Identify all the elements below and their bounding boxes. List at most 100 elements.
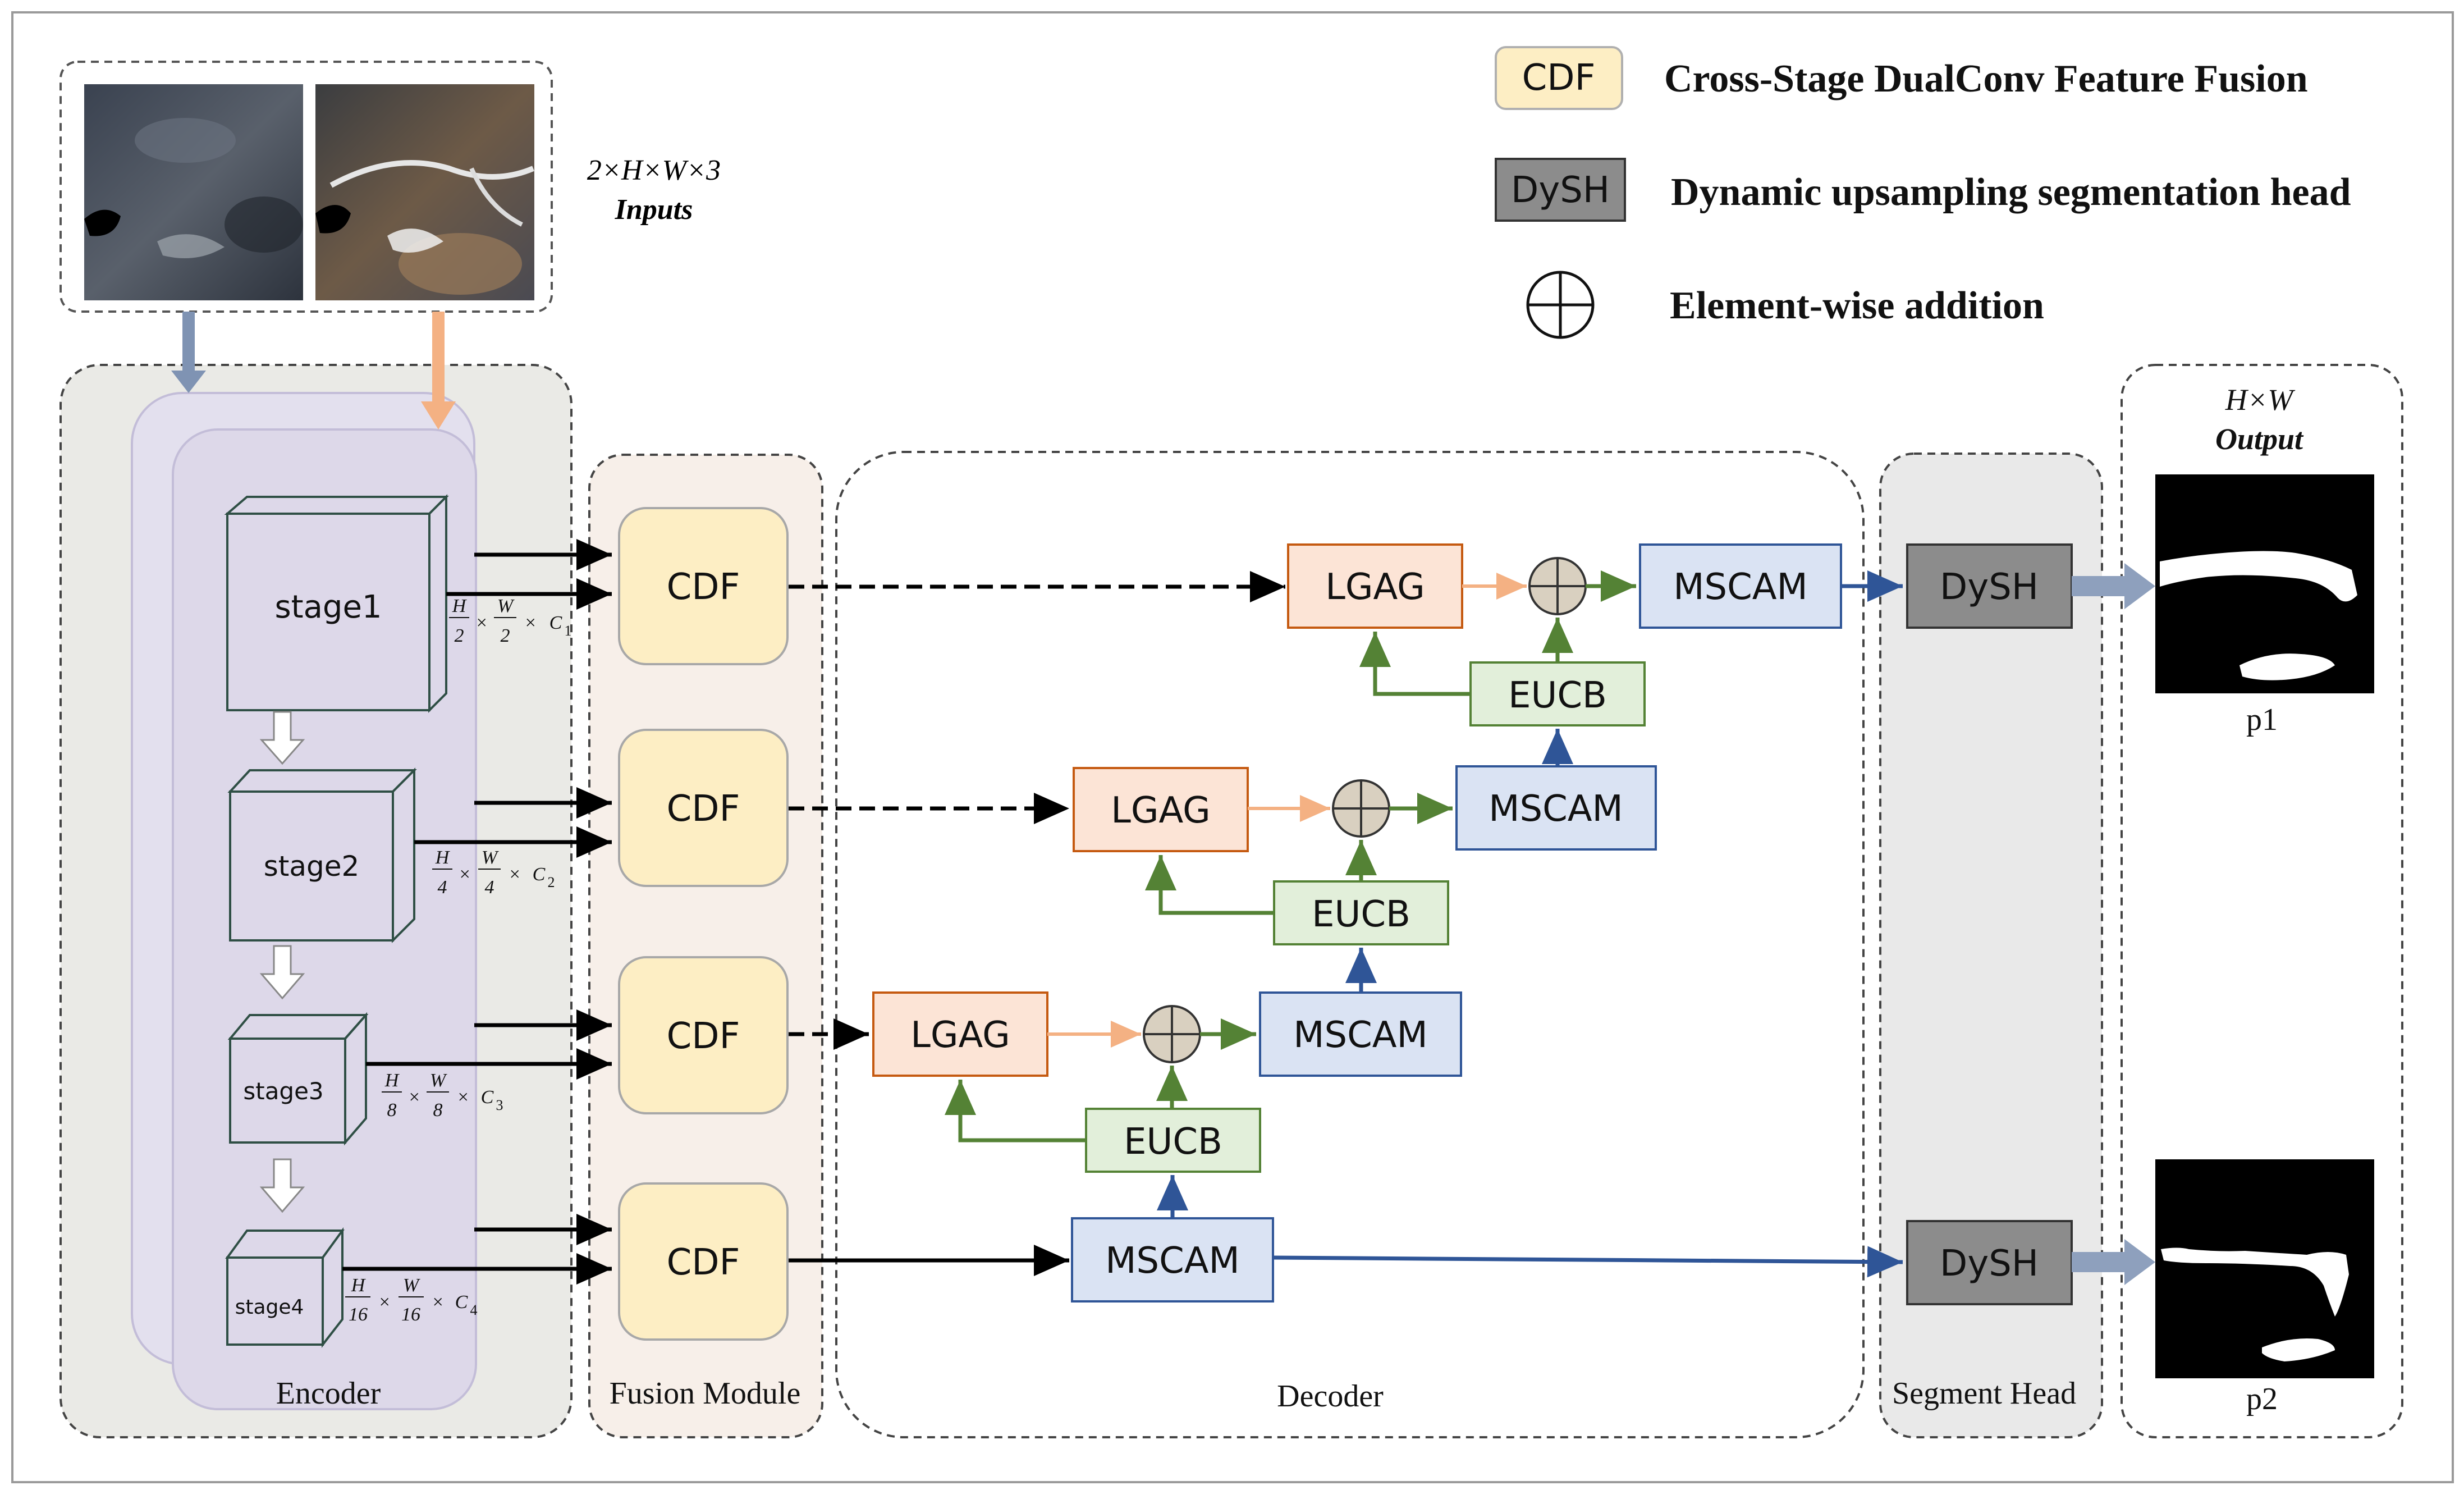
output-p1-label: p1	[2246, 702, 2278, 737]
svg-text:H: H	[351, 1275, 367, 1296]
output-dims: H×W	[2225, 383, 2296, 417]
svg-text:×: ×	[475, 613, 488, 633]
svg-text:DySH: DySH	[1940, 566, 2039, 608]
legend-cdf-tag: CDF	[1522, 57, 1596, 99]
svg-text:LGAG: LGAG	[1111, 790, 1211, 831]
segment-head-region	[1879, 453, 2103, 1438]
svg-text:16: 16	[401, 1304, 420, 1325]
svg-text:W: W	[403, 1275, 420, 1296]
lgag-block-2: LGAG	[1073, 767, 1249, 852]
svg-text:MSCAM: MSCAM	[1489, 788, 1623, 830]
svg-text:2: 2	[548, 874, 555, 890]
svg-text:×: ×	[459, 864, 471, 885]
svg-text:W: W	[482, 847, 499, 868]
cdf-block-3: CDF	[618, 956, 789, 1114]
svg-text:W: W	[497, 596, 515, 616]
legend: CDF Cross-Stage DualConv Feature Fusion …	[1495, 46, 2351, 339]
svg-text:MSCAM: MSCAM	[1673, 566, 1808, 608]
svg-text:×: ×	[378, 1292, 391, 1313]
add-circle-icon-1	[1528, 557, 1587, 615]
stage4-dims: H 16 × W 16 × C 4	[345, 1275, 478, 1325]
svg-text:×: ×	[509, 864, 521, 885]
output-mask-p2	[2155, 1159, 2374, 1378]
input-image-post	[315, 84, 534, 300]
inputs-dims: 2×H×W×3	[587, 154, 721, 186]
svg-text:1: 1	[565, 623, 572, 639]
lgag-block-3: LGAG	[872, 991, 1048, 1077]
segment-head-label: Segment Head	[1892, 1376, 2076, 1411]
cdf-to-lgag-dashed-arrows	[789, 571, 1285, 1050]
stage1-label: stage1	[274, 589, 382, 625]
svg-text:2: 2	[455, 625, 464, 646]
add-circle-icon-2	[1332, 779, 1390, 838]
stage3-label: stage3	[243, 1077, 323, 1105]
svg-text:MSCAM: MSCAM	[1293, 1014, 1428, 1056]
inputs-panel: 2×H×W×3 Inputs	[59, 61, 721, 313]
decoder-label: Decoder	[1277, 1379, 1384, 1414]
stage2-cube	[227, 767, 417, 943]
mscam4-to-dysh-arrow	[1272, 1246, 1903, 1278]
mscam-block-3: MSCAM	[1259, 991, 1462, 1077]
svg-text:4: 4	[438, 877, 447, 898]
stage3-dims: H 8 × W 8 × C 3	[382, 1070, 503, 1121]
svg-text:H: H	[384, 1070, 400, 1091]
output-mask-p1	[2155, 474, 2374, 693]
legend-dysh-text: Dynamic upsampling segmentation head	[1671, 171, 2351, 214]
mscam-to-eucb-arrows	[1157, 729, 1573, 1218]
svg-text:×: ×	[524, 613, 537, 633]
cdf-block-1: CDF	[618, 507, 789, 665]
legend-add-icon	[1526, 271, 1595, 339]
output-label: Output	[2215, 422, 2304, 456]
cdf-block-4: CDF	[618, 1182, 789, 1341]
mscam-block-1: MSCAM	[1639, 543, 1842, 629]
svg-text:DySH: DySH	[1940, 1243, 2039, 1285]
svg-text:16: 16	[349, 1304, 368, 1325]
svg-text:3: 3	[496, 1097, 503, 1113]
svg-text:CDF: CDF	[667, 1016, 740, 1057]
mscam-block-4: MSCAM	[1071, 1217, 1274, 1303]
svg-text:MSCAM: MSCAM	[1105, 1240, 1240, 1282]
svg-text:EUCB: EUCB	[1508, 675, 1607, 716]
stage4-cube	[225, 1227, 345, 1348]
cdf-block-2: CDF	[618, 729, 789, 887]
svg-text:EUCB: EUCB	[1124, 1121, 1222, 1163]
svg-text:4: 4	[470, 1302, 478, 1318]
stage-down-arrow	[259, 711, 305, 1213]
dysh-block-2: DySH	[1906, 1220, 2073, 1305]
legend-dysh-tag: DySH	[1511, 170, 1610, 211]
encoder-to-cdf-arrows	[342, 539, 612, 1285]
eucb-block-3: EUCB	[1085, 1108, 1261, 1173]
add-circle-icon-3	[1143, 1005, 1201, 1063]
stage1-cube	[224, 494, 449, 713]
dysh-to-output-arrow	[2072, 563, 2155, 1285]
input-arrow-orange	[421, 312, 456, 429]
eucb-to-lgag-arrows	[945, 632, 1471, 1142]
svg-text:8: 8	[433, 1100, 443, 1121]
svg-text:CDF: CDF	[667, 788, 740, 830]
add-to-mscam-arrows	[1200, 570, 1636, 1050]
stage1-dims: H 2 × W 2 × C 1	[449, 596, 572, 646]
eucb-block-1: EUCB	[1469, 661, 1646, 726]
legend-add-text: Element-wise addition	[1670, 284, 2044, 327]
dysh-block-1: DySH	[1906, 543, 2073, 629]
svg-text:C: C	[455, 1292, 468, 1313]
inputs-label: Inputs	[615, 194, 693, 226]
svg-text:H: H	[435, 847, 451, 868]
stage2-dims: H 4 × W 4 × C 2	[432, 847, 555, 898]
svg-text:×: ×	[457, 1087, 470, 1108]
svg-text:C: C	[481, 1087, 494, 1108]
svg-text:×: ×	[408, 1087, 421, 1108]
svg-text:CDF: CDF	[667, 1242, 740, 1283]
lgag-to-add-arrows	[1047, 573, 1527, 1048]
svg-text:8: 8	[387, 1100, 397, 1121]
stage3-cube	[227, 1012, 369, 1146]
svg-text:EUCB: EUCB	[1312, 894, 1410, 935]
input-arrow-blue	[171, 312, 206, 393]
stage2-label: stage2	[264, 850, 360, 883]
encoder-label: Encoder	[276, 1376, 381, 1411]
svg-text:LGAG: LGAG	[1325, 566, 1425, 608]
svg-text:C: C	[549, 613, 562, 633]
svg-text:×: ×	[432, 1292, 445, 1313]
legend-dysh-swatch	[1495, 158, 1626, 222]
